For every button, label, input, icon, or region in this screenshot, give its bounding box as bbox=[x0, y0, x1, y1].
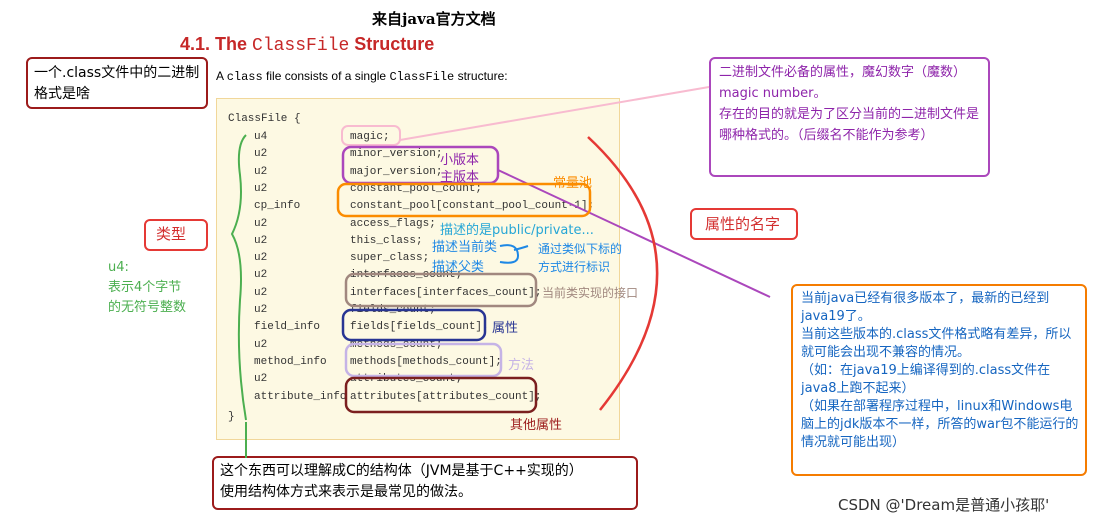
version-note-text: 当前java已经有很多版本了，最新的已经到java19了。 当前这些版本的.cl… bbox=[801, 291, 1079, 450]
magic-highlight bbox=[341, 125, 401, 146]
code-field: super_class; bbox=[350, 252, 430, 264]
intro-sentence: A class file consists of a single ClassF… bbox=[216, 69, 508, 84]
major-label: 主版本 bbox=[440, 170, 480, 185]
code-type: field_info bbox=[254, 321, 321, 333]
code-type: u2 bbox=[254, 339, 268, 351]
binary-format-text: 一个.class文件中的二进制格式是啥 bbox=[34, 65, 200, 102]
attr-names-label: 属性的名字 bbox=[705, 215, 781, 233]
interfaces-label: 当前类实现的接口 bbox=[542, 286, 639, 300]
code-field: attributes[attributes_count]; bbox=[350, 391, 542, 403]
constant-pool-highlight bbox=[336, 182, 592, 218]
code-block bbox=[216, 98, 620, 440]
version-connector bbox=[497, 169, 771, 298]
code-field: methods[methods_count]; bbox=[350, 356, 502, 368]
code-open: ClassFile { bbox=[228, 113, 301, 125]
magic-note-text: 二进制文件必备的属性，魔幻数字（魔数）magic number。 存在的目的就是… bbox=[719, 65, 980, 143]
super-class-label: 描述父类 bbox=[432, 260, 485, 275]
methods-label: 方法 bbox=[508, 358, 535, 373]
type-label-box bbox=[144, 219, 208, 251]
fields-label: 属性 bbox=[492, 321, 519, 336]
code-field: constant_pool_count; bbox=[350, 183, 483, 195]
types-brace bbox=[230, 134, 247, 421]
code-type: u2 bbox=[254, 148, 268, 160]
code-type: cp_info bbox=[254, 200, 301, 212]
this-class-label: 描述当前类 bbox=[432, 240, 498, 255]
code-field: fields[fields_count]; bbox=[350, 321, 489, 333]
fields-highlight bbox=[341, 308, 487, 342]
code-type: u2 bbox=[254, 252, 268, 264]
interfaces-highlight bbox=[344, 272, 538, 308]
access-flags-label: 描述的是public/private... bbox=[440, 223, 594, 238]
code-type: u4 bbox=[254, 131, 268, 143]
attributes-label: 其他属性 bbox=[510, 418, 563, 433]
version-note-box: 当前java已经有很多版本了，最新的已经到java19了。 当前这些版本的.cl… bbox=[791, 284, 1087, 476]
code-field: magic; bbox=[350, 131, 390, 143]
code-field: constant_pool[constant_pool_count-1]; bbox=[350, 200, 595, 212]
code-close: } bbox=[228, 411, 235, 423]
field-names-arc bbox=[587, 136, 659, 411]
code-type: u2 bbox=[254, 183, 268, 195]
minor-label: 小版本 bbox=[440, 153, 480, 168]
index-note: 通过类似下标的 方式进行标识 bbox=[538, 242, 623, 274]
code-field: this_class; bbox=[350, 235, 423, 247]
csdn-watermark: CSDN @'Dream是普通小孩耶' bbox=[838, 496, 1050, 514]
u4-note: u4: 表示4个字节 的无符号整数 bbox=[108, 260, 187, 315]
code-type: attribute_info bbox=[254, 391, 347, 403]
magic-note-box: 二进制文件必备的属性，魔幻数字（魔数）magic number。 存在的目的就是… bbox=[709, 57, 990, 177]
section-title: 4.1. The ClassFile Structure bbox=[180, 34, 435, 56]
code-type: u2 bbox=[254, 269, 268, 281]
doc-source-title: 来自java官方文档 bbox=[372, 10, 496, 28]
type-label: 类型 bbox=[156, 225, 187, 243]
methods-highlight bbox=[344, 342, 503, 378]
attributes-highlight bbox=[344, 376, 538, 414]
code-type: u2 bbox=[254, 287, 268, 299]
code-field: interfaces[interfaces_count]; bbox=[350, 287, 542, 299]
code-type: u2 bbox=[254, 166, 268, 178]
version-highlight bbox=[341, 145, 500, 185]
class-brace bbox=[499, 244, 520, 264]
code-field: minor_version; bbox=[350, 148, 443, 160]
code-type: u2 bbox=[254, 373, 268, 385]
code-field: access_flags; bbox=[350, 218, 436, 230]
code-type: method_info bbox=[254, 356, 327, 368]
magic-connector bbox=[399, 86, 710, 141]
attr-names-box bbox=[690, 208, 798, 240]
code-field: major_version; bbox=[350, 166, 443, 178]
code-type: u2 bbox=[254, 235, 268, 247]
code-type: u2 bbox=[254, 218, 268, 230]
struct-note-box: 这个东西可以理解成C的结构体（JVM是基于C++实现的） 使用结构体方式来表示是… bbox=[212, 456, 638, 510]
binary-format-note: 一个.class文件中的二进制格式是啥 bbox=[26, 57, 208, 109]
code-type: u2 bbox=[254, 304, 268, 316]
class-brace-arrow bbox=[513, 245, 529, 251]
struct-note-text: 这个东西可以理解成C的结构体（JVM是基于C++实现的） 使用结构体方式来表示是… bbox=[220, 463, 583, 500]
